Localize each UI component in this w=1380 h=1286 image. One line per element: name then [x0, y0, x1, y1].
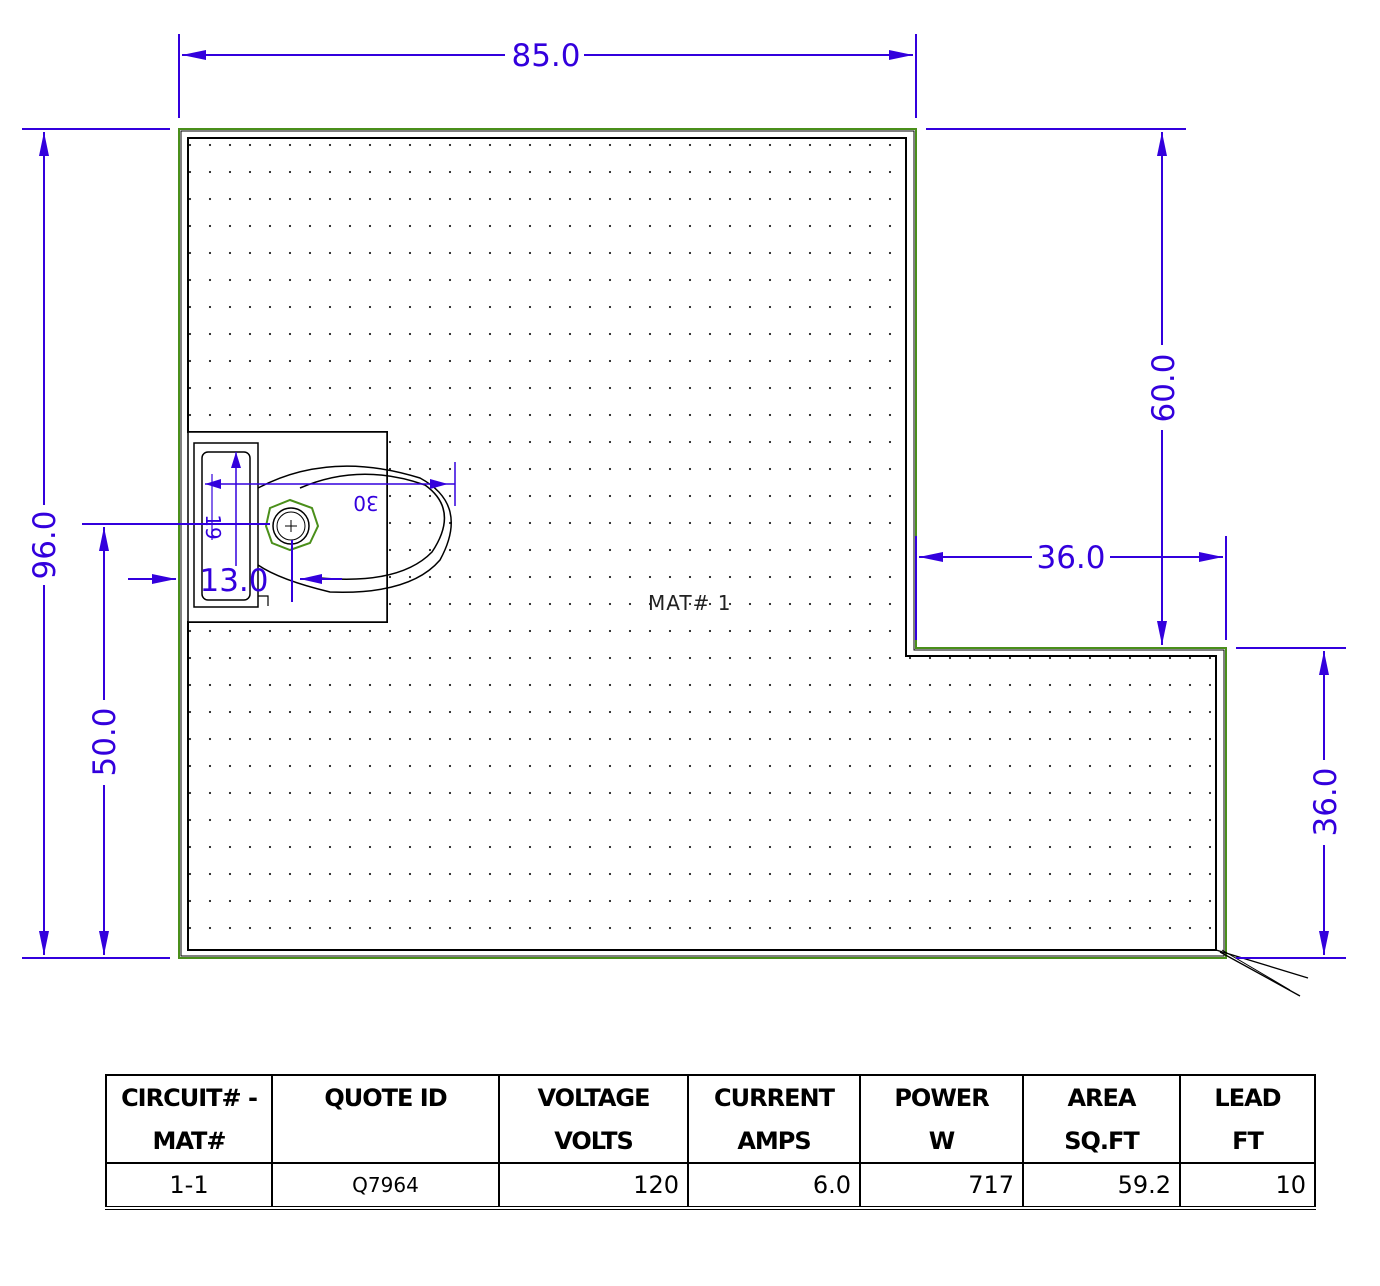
dim-left-height: 96.0 — [27, 510, 63, 579]
toilet-fixture — [187, 431, 452, 623]
header-lead: LEAD — [1179, 1075, 1316, 1119]
header-circuit: CIRCUIT# - — [105, 1075, 273, 1119]
dim-notch-width: 36.0 — [1036, 540, 1105, 576]
header-row: CIRCUIT# - QUOTE ID VOLTAGE CURRENT POWE… — [105, 1075, 1316, 1119]
header-power-unit: W — [859, 1119, 1024, 1164]
header-current-unit: AMPS — [687, 1119, 861, 1164]
dim-toilet-depth: 30 — [353, 491, 378, 515]
cell-voltage: 120 — [498, 1163, 689, 1208]
header-quote-id: QUOTE ID — [271, 1075, 500, 1119]
header-circuit-unit: MAT# — [105, 1119, 273, 1164]
dim-toilet-width: 19 — [201, 514, 225, 539]
header-current: CURRENT — [687, 1075, 861, 1119]
floor-plan: MAT# 1 — [22, 34, 1346, 997]
header-voltage: VOLTAGE — [498, 1075, 689, 1119]
cell-lead: 10 — [1179, 1163, 1316, 1208]
cell-circuit: 1-1 — [105, 1163, 273, 1208]
spec-table: CIRCUIT# - QUOTE ID VOLTAGE CURRENT POWE… — [105, 1074, 1316, 1210]
table-row: 1-1 Q7964 120 6.0 717 59.2 10 — [105, 1163, 1316, 1208]
header-area: AREA — [1022, 1075, 1181, 1119]
header-voltage-unit: VOLTS — [498, 1119, 689, 1164]
dim-right-upper: 60.0 — [1146, 353, 1182, 422]
dim-top-width: 85.0 — [511, 38, 580, 74]
mat-label: MAT# 1 — [648, 591, 731, 615]
cell-quote-id: Q7964 — [271, 1163, 500, 1208]
header-row-units: MAT# VOLTS AMPS W SQ.FT FT — [105, 1119, 1316, 1164]
dimension-lines — [22, 34, 1346, 959]
header-power: POWER — [859, 1075, 1024, 1119]
cell-current: 6.0 — [687, 1163, 861, 1208]
header-lead-unit: FT — [1179, 1119, 1316, 1164]
header-area-unit: SQ.FT — [1022, 1119, 1181, 1164]
cell-area: 59.2 — [1022, 1163, 1181, 1208]
dim-left-lower: 50.0 — [87, 707, 123, 776]
header-quote-id-unit — [271, 1119, 500, 1164]
dim-right-lower: 36.0 — [1308, 767, 1344, 836]
dim-toilet-offset: 13.0 — [199, 563, 268, 599]
cell-power: 717 — [859, 1163, 1024, 1208]
